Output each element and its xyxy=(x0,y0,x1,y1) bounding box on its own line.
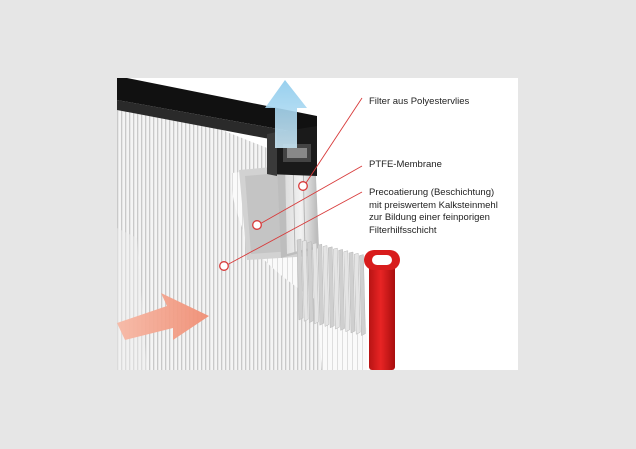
pleat-fin xyxy=(327,246,335,329)
filter-frame-top xyxy=(117,78,317,176)
label-filter-layer: Filter aus Polyestervlies xyxy=(369,96,470,107)
label-precoat: Precoatierung (Beschichtung) mit preiswe… xyxy=(369,187,498,236)
callout-line-membrane xyxy=(257,165,363,226)
callouts xyxy=(219,97,363,271)
pleat-fin xyxy=(296,238,304,321)
dust-air-inflow-arrow xyxy=(117,293,209,340)
red-end-cap xyxy=(364,250,400,370)
callout-marker-precoat xyxy=(219,261,229,271)
callout-line-precoat xyxy=(224,191,363,267)
pleat-fin xyxy=(343,250,351,333)
pleat-fin xyxy=(307,241,314,323)
label-ptfe-membrane: PTFE-Membrane xyxy=(369,159,442,170)
callout-marker-filter xyxy=(298,181,308,191)
pleat-fin xyxy=(312,242,319,325)
pleat-fin xyxy=(317,243,325,326)
callout-line-filter xyxy=(303,97,363,187)
pleat-fin xyxy=(338,249,345,331)
pleat-fin xyxy=(353,252,361,335)
clean-air-outflow-arrow xyxy=(265,80,307,148)
filter-cutaway-illustration xyxy=(117,78,400,370)
pleat-fins xyxy=(296,238,366,336)
pleat-fin xyxy=(359,254,366,336)
filter-diagram-panel: Filter aus Polyestervlies PTFE-Membrane … xyxy=(117,78,518,370)
pleat-fin xyxy=(301,239,309,322)
pleat-fin xyxy=(348,251,356,334)
pleat-fin xyxy=(333,247,340,330)
callout-marker-membrane xyxy=(252,220,262,230)
pleat-fin xyxy=(322,245,330,327)
